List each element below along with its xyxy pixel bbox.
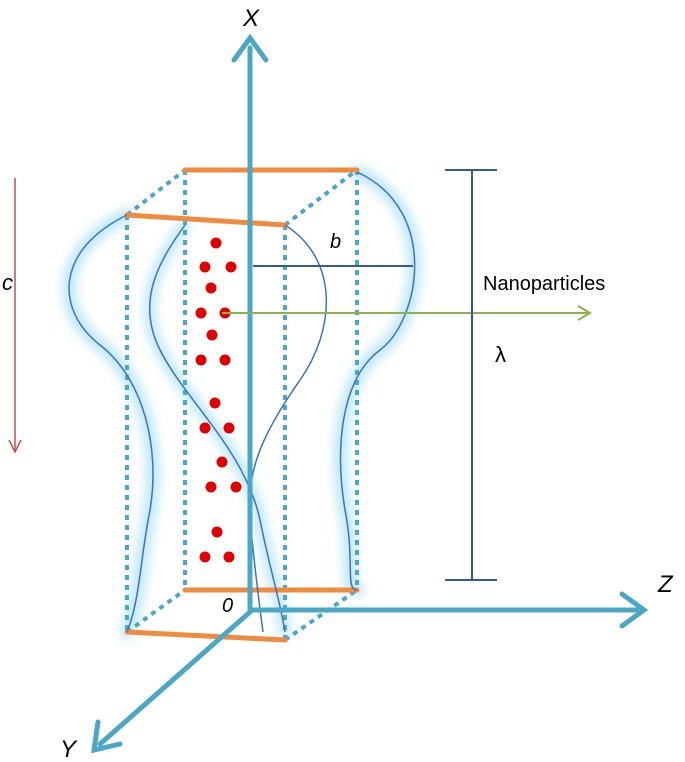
nanoparticle [195, 354, 207, 366]
dotted-edge [283, 588, 359, 642]
z-axis-arrowhead [619, 591, 649, 629]
axes-group [91, 33, 649, 754]
y-axis-line [97, 609, 253, 747]
nanoparticles-pointer [222, 305, 592, 321]
nanoparticle [225, 261, 237, 273]
mid-wave-line [148, 224, 286, 633]
dotted-edge [283, 168, 359, 227]
nanoparticle [230, 481, 242, 493]
nanoparticle [205, 481, 217, 493]
wave-speed-label: c [2, 270, 13, 295]
nanoparticle [223, 422, 235, 434]
nanoparticles-label: Nanoparticles [483, 273, 605, 295]
y-axis-label: Y [60, 736, 78, 762]
nanoparticle [211, 526, 223, 538]
origin-label: 0 [222, 595, 233, 617]
wavelength-label: λ [495, 342, 506, 367]
orange-edge [124, 212, 288, 228]
wavelength-measure [445, 169, 497, 581]
nanoparticle [199, 551, 211, 563]
wave-lines [68, 171, 416, 633]
wave-speed-arrow [8, 178, 22, 454]
nanoparticle [209, 397, 221, 409]
nanoparticle [195, 307, 207, 319]
orange-edge [124, 629, 288, 643]
mid-wave-glow [143, 219, 291, 638]
right-wave-glow [333, 165, 422, 597]
nanoparticle [223, 551, 235, 563]
nanoparticle [219, 354, 231, 366]
wave-glow-group [62, 165, 422, 639]
dotted-edge [125, 168, 187, 217]
pointer-arrowhead [577, 305, 592, 321]
nanoparticle [216, 456, 228, 468]
z-axis-label: Z [657, 571, 674, 598]
dotted-edge [125, 588, 187, 634]
x-axis-label: X [242, 5, 260, 32]
nanoparticle [210, 237, 222, 249]
nanoparticle [199, 422, 211, 434]
right-wave-line [339, 171, 416, 591]
box-dotted-edges [125, 168, 359, 642]
y-axis-arrowhead [91, 719, 123, 754]
speed-arrowhead [8, 439, 22, 454]
x-axis-arrowhead [231, 33, 269, 63]
box-orange-edges [124, 167, 360, 643]
nanoparticle [206, 329, 218, 341]
amplitude-label: b [330, 231, 341, 253]
nanoparticle [205, 282, 217, 294]
left-wave-line [68, 214, 154, 633]
nanoparticles-group [195, 237, 242, 563]
mid-wave-line [248, 224, 328, 633]
nanoparticle [199, 261, 211, 273]
